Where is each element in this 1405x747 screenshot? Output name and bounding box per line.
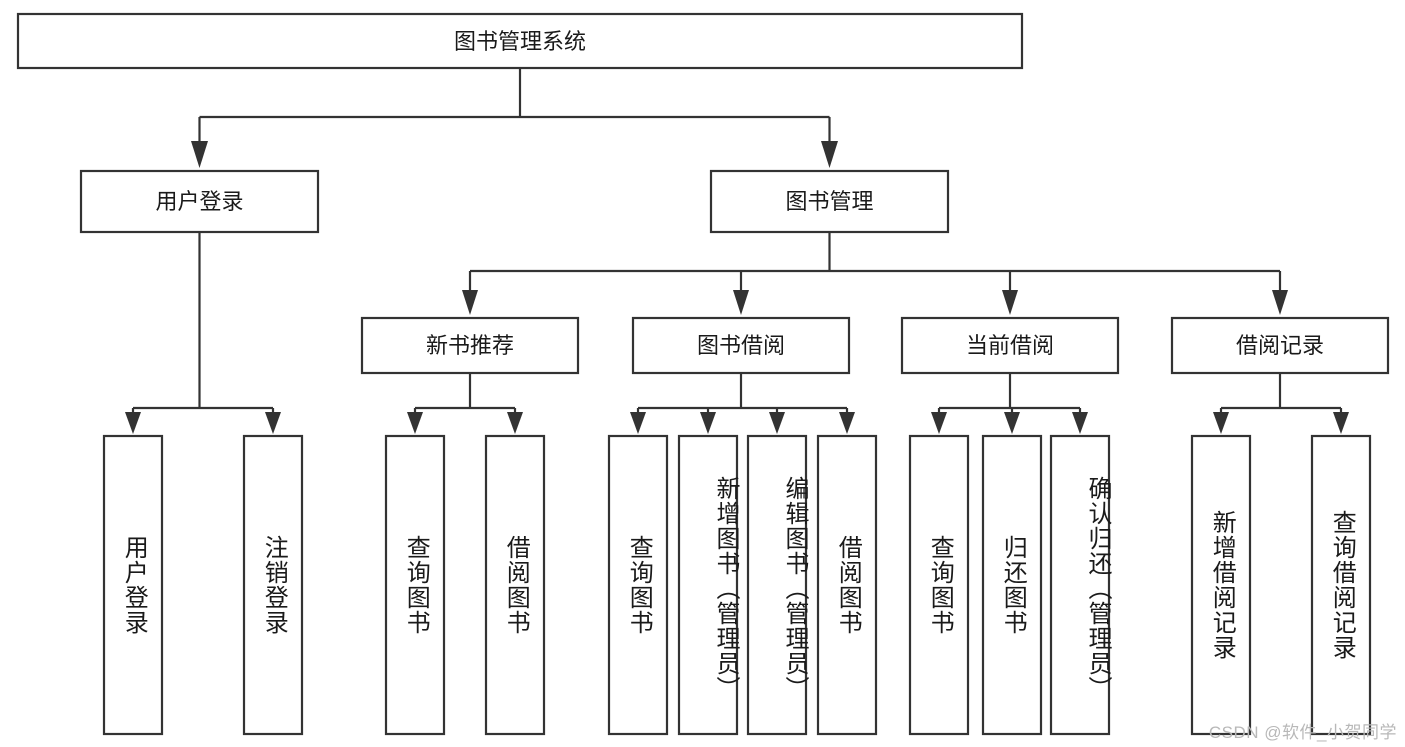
node-user-login[interactable]: 用户登录 xyxy=(79,169,320,234)
node-user-login-box xyxy=(79,169,320,234)
node-book-management-box xyxy=(709,169,950,234)
node-book-borrow-box xyxy=(631,316,851,375)
node-new-book-recommend[interactable]: 新书推荐 xyxy=(360,316,580,375)
arrow-head-borrow xyxy=(733,290,749,315)
node-root[interactable]: 图书管理系统 xyxy=(16,12,1024,70)
leaf-box-logout[interactable] xyxy=(242,434,304,736)
leaf-box-add-book[interactable] xyxy=(677,434,739,736)
connector-group-newbook xyxy=(407,373,523,434)
node-root-box xyxy=(16,12,1024,70)
connector-group-record xyxy=(1213,373,1349,434)
arrow-head-user-login xyxy=(191,141,208,168)
node-root-label: 图书管理系统 xyxy=(454,29,586,54)
node-current-borrow-box xyxy=(900,316,1120,375)
arrow-head-leaf-logout xyxy=(265,412,281,434)
leaf-box-user-login[interactable] xyxy=(102,434,164,736)
node-book-borrow-label: 图书借阅 xyxy=(697,333,785,358)
arrow-head-book-mgmt xyxy=(821,141,838,168)
leaf-box-confirm-return[interactable] xyxy=(1049,434,1111,736)
node-borrow-record[interactable]: 借阅记录 xyxy=(1170,316,1390,375)
node-current-borrow-label: 当前借阅 xyxy=(966,333,1054,358)
connector-group-current xyxy=(931,373,1088,434)
connector-group-borrow xyxy=(630,373,855,434)
leaf-box-borrow-book-1[interactable] xyxy=(484,434,546,736)
arrow-head-leaf-confirm-return xyxy=(1072,412,1088,434)
arrow-head-current xyxy=(1002,290,1018,315)
node-book-management[interactable]: 图书管理 xyxy=(709,169,950,234)
arrow-head-leaf-edit-book xyxy=(769,412,785,434)
node-borrow-record-box xyxy=(1170,316,1390,375)
node-borrow-record-label: 借阅记录 xyxy=(1236,333,1324,358)
leaf-box-query-book-2[interactable] xyxy=(607,434,669,736)
arrow-head-newbook xyxy=(462,290,478,315)
arrow-head-leaf-query-book-2 xyxy=(630,412,646,434)
node-new-book-recommend-label: 新书推荐 xyxy=(426,333,514,358)
node-current-borrow[interactable]: 当前借阅 xyxy=(900,316,1120,375)
leaf-box-query-book-1[interactable] xyxy=(384,434,446,736)
watermark-text: CSDN @软件_小贺同学 xyxy=(1208,723,1397,742)
arrow-head-leaf-borrow-book-1 xyxy=(507,412,523,434)
node-new-book-recommend-box xyxy=(360,316,580,375)
connector-group-root xyxy=(191,68,838,168)
node-book-management-label: 图书管理 xyxy=(785,189,873,214)
arrow-head-leaf-return-book xyxy=(1004,412,1020,434)
leaf-box-borrow-book-2[interactable] xyxy=(816,434,878,736)
arrow-head-leaf-add-book xyxy=(700,412,716,434)
arrow-head-leaf-add-record xyxy=(1213,412,1229,434)
node-user-login-label: 用户登录 xyxy=(155,189,243,214)
leaf-box-return-book[interactable] xyxy=(981,434,1043,736)
leaf-boxes xyxy=(102,434,1372,736)
leaf-box-query-record[interactable] xyxy=(1310,434,1372,736)
leaf-box-query-book-3[interactable] xyxy=(908,434,970,736)
leaf-box-edit-book[interactable] xyxy=(746,434,808,736)
node-book-borrow[interactable]: 图书借阅 xyxy=(631,316,851,375)
arrow-head-record xyxy=(1272,290,1288,315)
arrow-head-leaf-user-login xyxy=(125,412,141,434)
arrow-head-leaf-query-book-3 xyxy=(931,412,947,434)
connector-group-user-login xyxy=(125,232,281,434)
arrow-head-leaf-query-book-1 xyxy=(407,412,423,434)
leaf-box-add-record[interactable] xyxy=(1190,434,1252,736)
connector-group-book-mgmt xyxy=(462,232,1288,315)
arrow-head-leaf-borrow-book-2 xyxy=(839,412,855,434)
arrow-head-leaf-query-record xyxy=(1333,412,1349,434)
